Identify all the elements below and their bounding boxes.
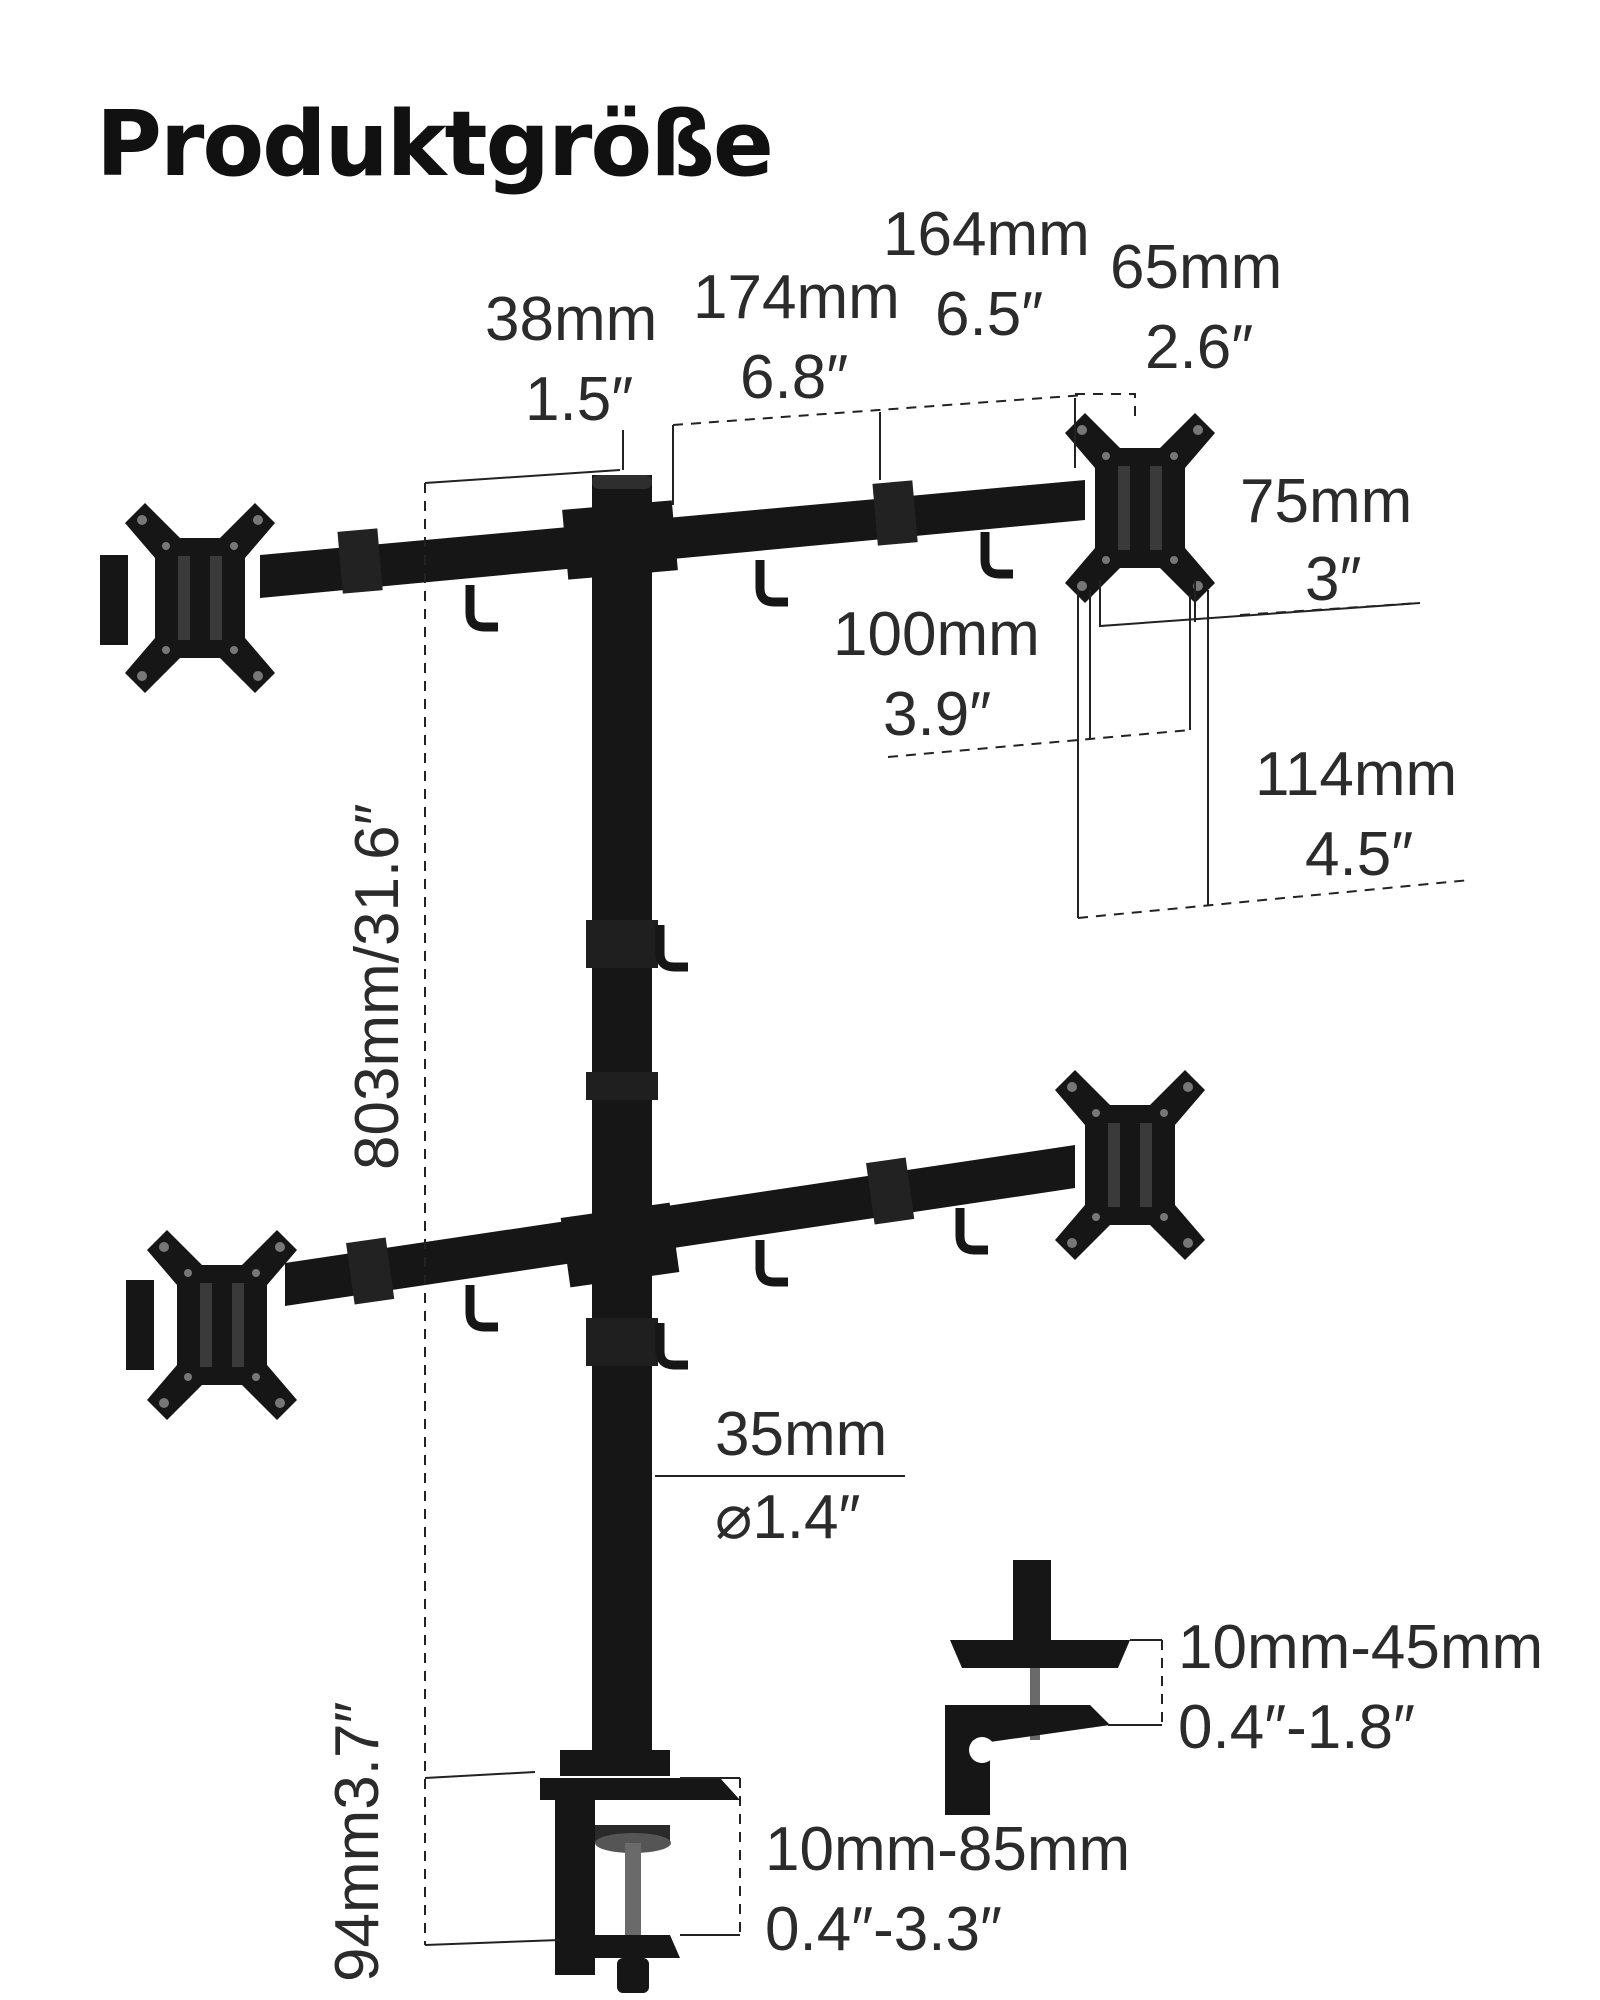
- desk-clamp: [540, 1750, 740, 1993]
- dim-clamp-small: 10mm-45mm: [1178, 1613, 1543, 1682]
- dim-clamp-large: 10mm-85mm: [765, 1815, 1130, 1884]
- dim-164mm: 164mm: [883, 200, 1090, 269]
- dim-174mm-inch: 6.8″: [740, 343, 848, 412]
- page-title: Produktgröße: [96, 92, 774, 197]
- dim-clamp-small-inch: 0.4″-1.8″: [1178, 1693, 1415, 1762]
- dim-38mm-inch: 1.5″: [525, 365, 633, 434]
- dim-pole-inch: ⌀1.4″: [715, 1483, 860, 1552]
- vesa-plate-top-left: [125, 503, 275, 693]
- vesa-plate-top-right: [1065, 413, 1215, 603]
- dim-75mm: 75mm: [1240, 467, 1412, 536]
- vesa-plate-bottom-right: [1055, 1070, 1205, 1260]
- dim-114mm-inch: 4.5″: [1305, 820, 1413, 889]
- pole: [592, 475, 652, 1755]
- dim-clamp-large-inch: 0.4″-3.3″: [765, 1895, 1002, 1964]
- pole-collar-lower: [586, 1318, 658, 1366]
- dim-65mm: 65mm: [1110, 233, 1282, 302]
- dim-114mm: 114mm: [1255, 740, 1457, 809]
- dim-base: 94mm3.7″: [323, 1702, 392, 1982]
- dim-75mm-inch: 3″: [1305, 545, 1361, 614]
- dim-65mm-inch: 2.6″: [1145, 313, 1253, 382]
- dim-174mm: 174mm: [693, 263, 900, 332]
- dim-164mm-inch: 6.5″: [935, 280, 1043, 349]
- clamp-detail: [945, 1560, 1130, 1815]
- dim-38mm: 38mm: [485, 285, 657, 354]
- dim-100mm: 100mm: [833, 600, 1040, 669]
- dim-height: 803mm/31.6″: [343, 803, 412, 1170]
- vesa-plate-bottom-left: [147, 1230, 297, 1420]
- dim-pole: 35mm: [715, 1400, 887, 1469]
- dim-100mm-inch: 3.9″: [883, 680, 991, 749]
- pole-collar-upper: [586, 920, 658, 968]
